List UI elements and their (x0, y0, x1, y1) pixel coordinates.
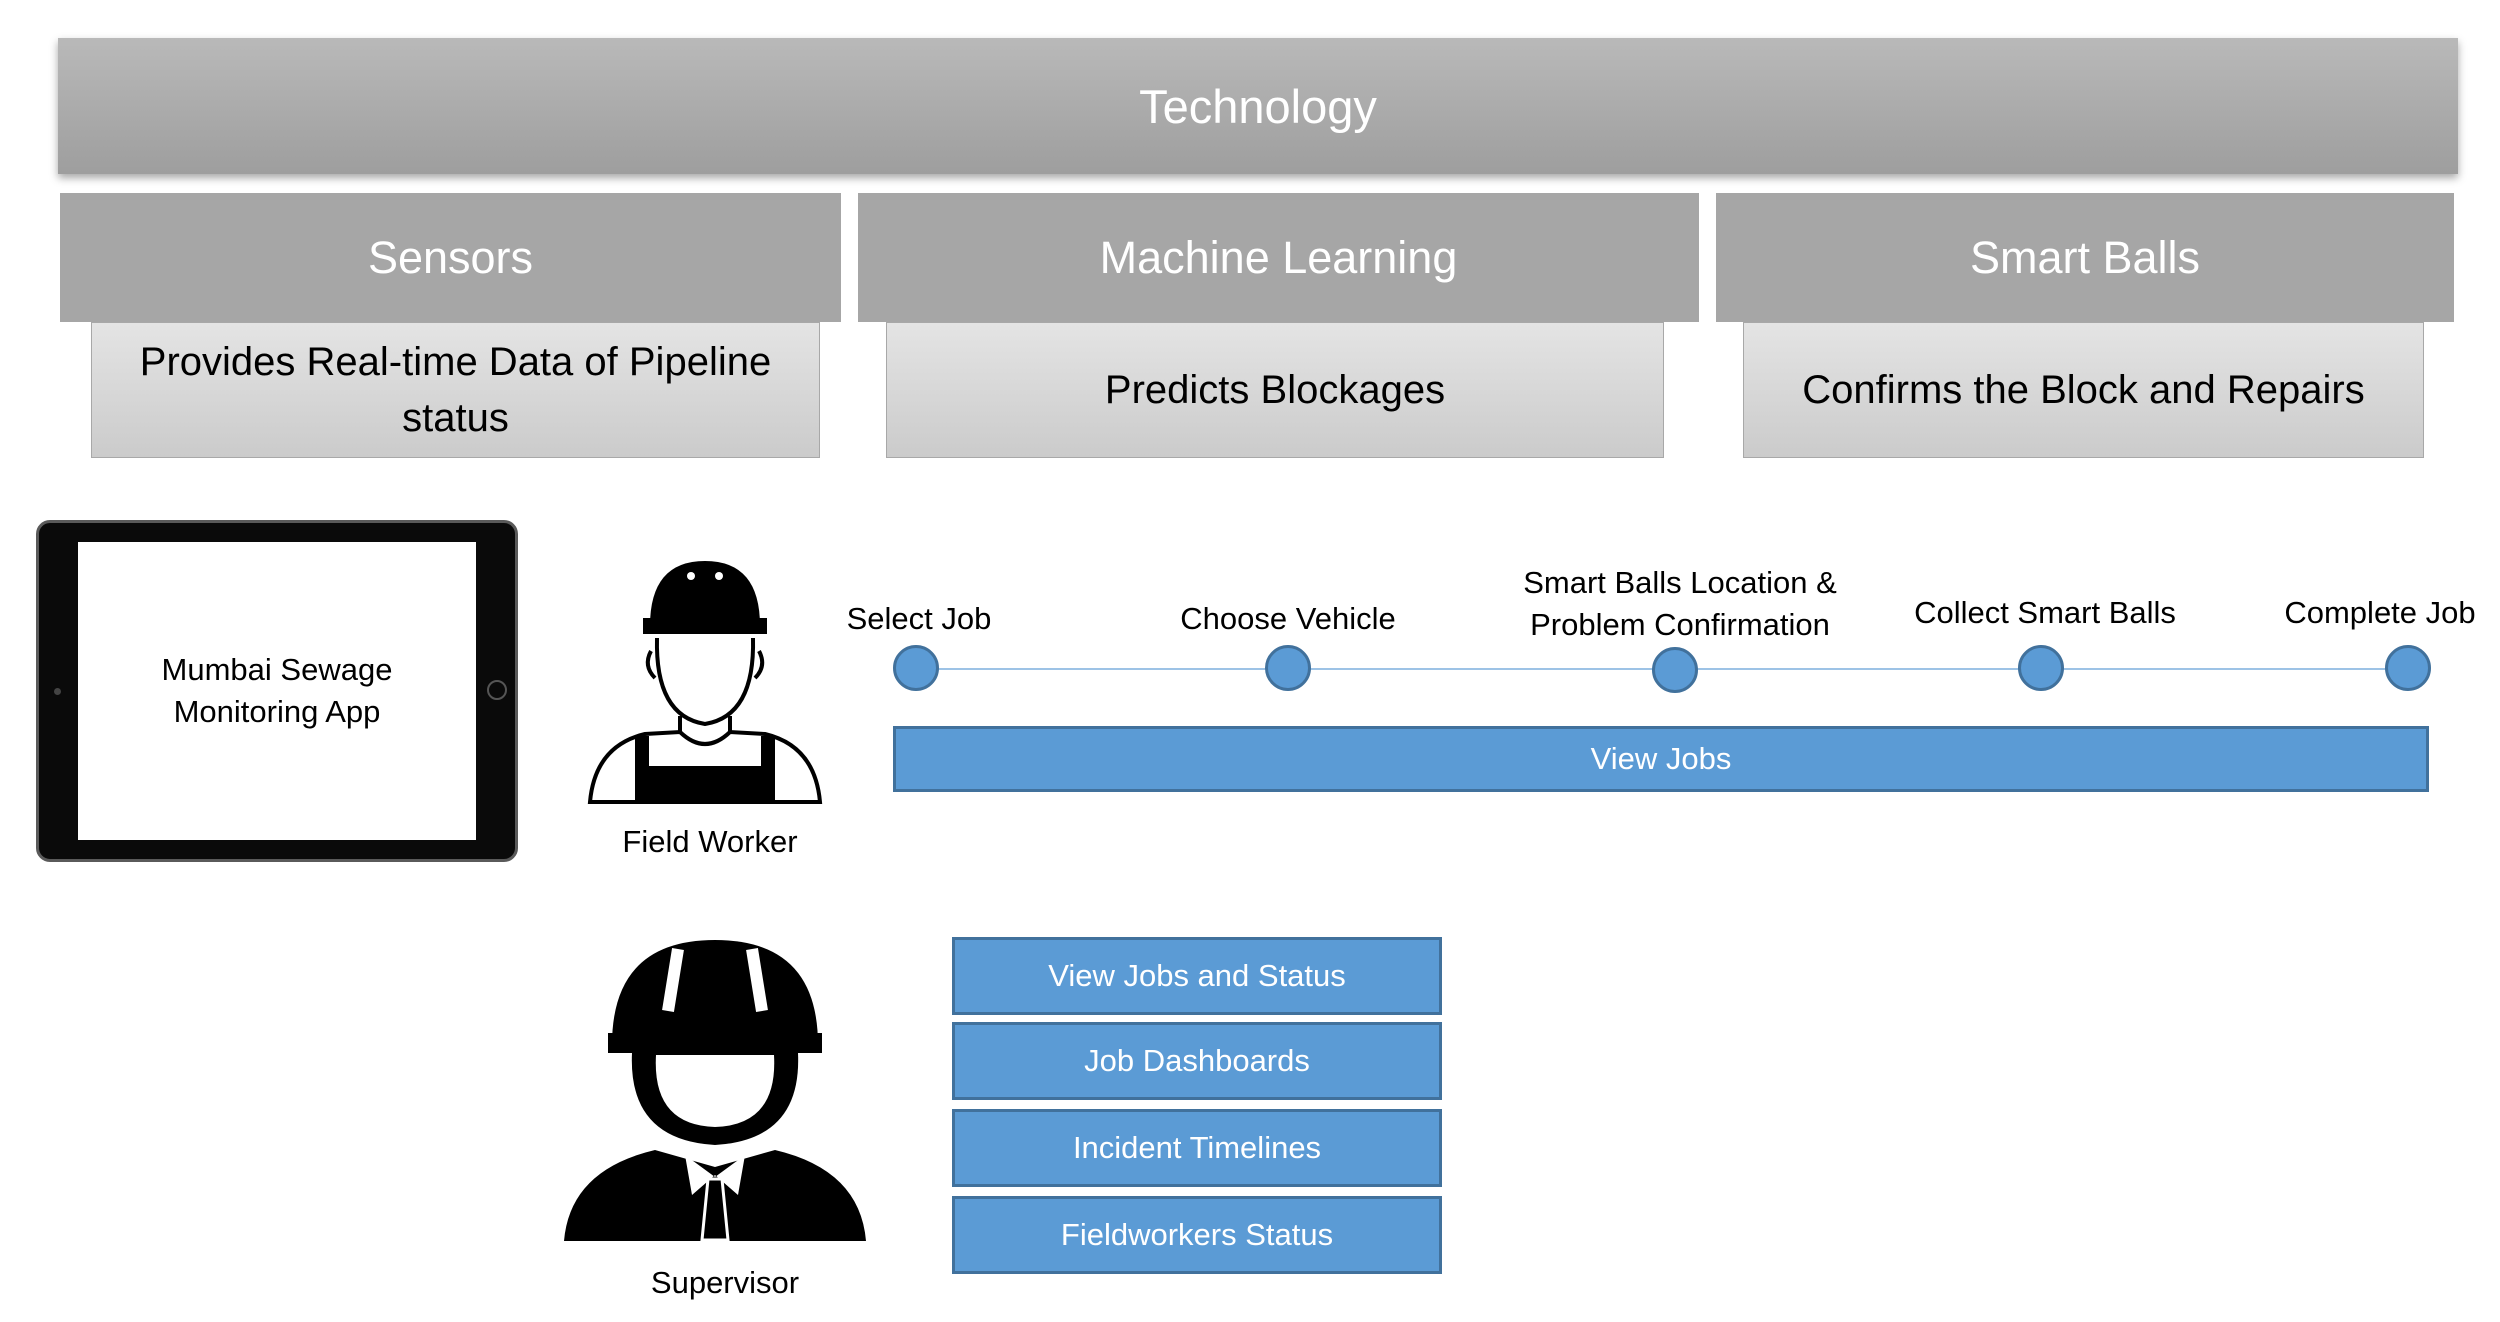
pillar-sensors: Sensors (60, 193, 841, 322)
pillar-description: Provides Real-time Data of Pipeline stat… (139, 340, 772, 440)
pillar-title: Machine Learning (1099, 231, 1458, 283)
step-node-select-job[interactable] (893, 645, 939, 691)
step-node-smart-balls-location[interactable] (1652, 647, 1698, 693)
pillar-smart-balls-description: Confirms the Block and Repairs (1743, 322, 2424, 458)
pillar-smart-balls: Smart Balls (1716, 193, 2454, 322)
pillar-description: Confirms the Block and Repairs (1802, 368, 2365, 412)
supervisor-label: Supervisor (650, 1265, 800, 1300)
pillar-description: Predicts Blockages (1104, 368, 1446, 412)
field-worker-icon (587, 561, 823, 804)
job-dashboards-button[interactable]: Job Dashboards (952, 1022, 1442, 1100)
app-name: Mumbai Sewage Monitoring App (161, 652, 393, 729)
step-node-complete-job[interactable] (2385, 645, 2431, 691)
step-label-select-job: Select Job (846, 601, 992, 636)
view-jobs-button[interactable]: View Jobs (893, 726, 2429, 792)
button-label: Incident Timelines (1072, 1130, 1322, 1165)
view-jobs-label: View Jobs (1590, 741, 1732, 776)
button-label: Fieldworkers Status (1060, 1217, 1334, 1252)
step-label-choose-vehicle: Choose Vehicle (1180, 601, 1396, 636)
button-label: View Jobs and Status (1048, 958, 1346, 993)
pillar-sensors-description: Provides Real-time Data of Pipeline stat… (91, 322, 820, 458)
field-worker-label: Field Worker (622, 824, 798, 859)
tablet-home-button (487, 680, 507, 700)
technology-banner: Technology (58, 38, 2458, 174)
pillar-machine-learning: Machine Learning (858, 193, 1699, 322)
pillar-title: Smart Balls (1969, 231, 2201, 283)
view-jobs-and-status-button[interactable]: View Jobs and Status (952, 937, 1442, 1015)
button-label: Job Dashboards (1084, 1043, 1310, 1078)
step-node-choose-vehicle[interactable] (1265, 645, 1311, 691)
step-node-collect-smart-balls[interactable] (2018, 645, 2064, 691)
tablet-screen: Mumbai Sewage Monitoring App (78, 542, 476, 840)
tablet-camera (54, 688, 61, 695)
pillar-machine-learning-description: Predicts Blockages (886, 322, 1664, 458)
step-label-collect-smart-balls: Collect Smart Balls (1914, 595, 2176, 630)
fieldworkers-status-button[interactable]: Fieldworkers Status (952, 1196, 1442, 1274)
step-label-smart-balls-location: Smart Balls Location & Problem Confirmat… (1523, 565, 1837, 642)
incident-timelines-button[interactable]: Incident Timelines (952, 1109, 1442, 1187)
step-label-complete-job: Complete Job (2284, 595, 2476, 630)
technology-title: Technology (1139, 79, 1377, 133)
supervisor-icon (564, 940, 866, 1242)
pillar-title: Sensors (367, 231, 534, 283)
